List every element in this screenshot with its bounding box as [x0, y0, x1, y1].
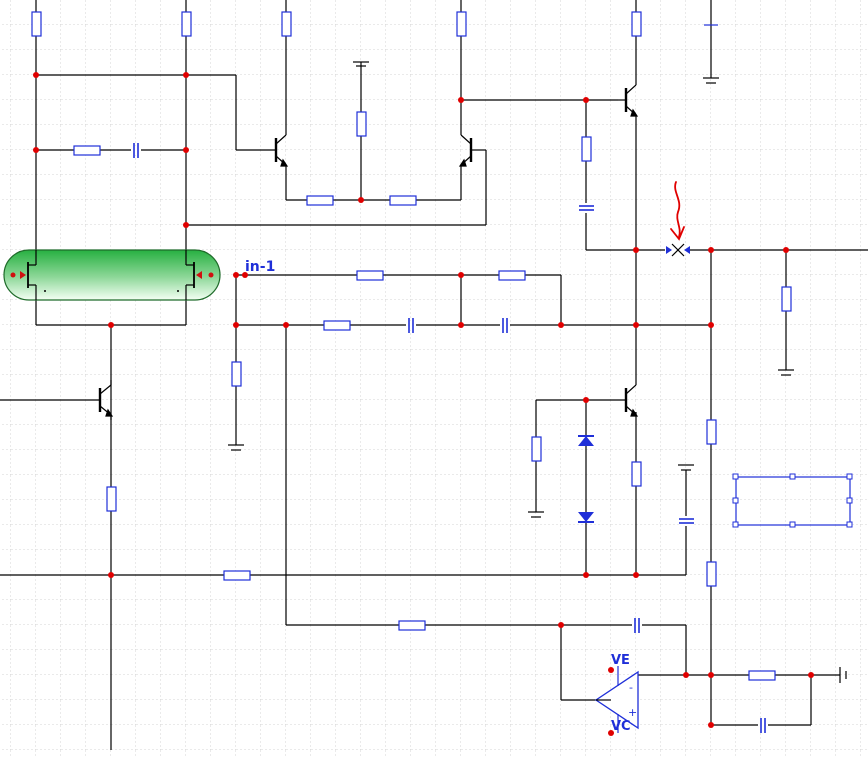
resistor[interactable] [631, 11, 642, 37]
resistor[interactable] [389, 195, 417, 206]
capacitor[interactable] [131, 143, 141, 158]
ground-symbol [353, 61, 369, 67]
transistor-npn[interactable] [458, 130, 476, 170]
ground-symbol [703, 77, 719, 84]
resistor[interactable] [106, 486, 117, 512]
empty-component-box[interactable] [732, 473, 853, 528]
resistor[interactable] [398, 620, 426, 631]
capacitors [131, 143, 768, 733]
resistor[interactable] [531, 436, 542, 462]
transistor-npn[interactable] [98, 380, 114, 420]
ground-symbol [228, 444, 244, 451]
grounds [228, 24, 847, 683]
selected-component-group[interactable] [3, 249, 221, 301]
resistor[interactable] [356, 111, 367, 137]
ground-symbol [678, 464, 694, 471]
diode[interactable] [578, 435, 594, 446]
resistor[interactable] [748, 670, 776, 681]
resistor[interactable] [31, 11, 42, 37]
capacitor[interactable] [758, 718, 768, 733]
capacitor[interactable] [579, 203, 594, 213]
resistor[interactable] [181, 11, 192, 37]
resistor[interactable] [281, 11, 292, 37]
opamp-vc-label: VC [611, 719, 631, 734]
net-label[interactable]: in-1 [245, 259, 275, 275]
resistor[interactable] [498, 270, 526, 281]
opamp-plus-label: + [628, 706, 637, 719]
resistors [31, 11, 792, 681]
resistor[interactable] [781, 286, 792, 312]
capacitor[interactable] [632, 618, 642, 633]
resistor[interactable] [581, 136, 592, 162]
transistor-npn[interactable] [618, 80, 639, 117]
resistor[interactable] [456, 11, 467, 37]
transistors [98, 80, 639, 420]
resistor[interactable] [706, 419, 717, 445]
transistor-npn[interactable] [274, 125, 289, 170]
resistor[interactable] [706, 561, 717, 587]
capacitor[interactable] [500, 318, 510, 333]
ground-symbol [528, 511, 544, 518]
capacitor[interactable] [406, 318, 416, 333]
resistor[interactable] [223, 570, 251, 581]
resistor[interactable] [631, 461, 642, 487]
transistor-npn[interactable] [624, 380, 639, 417]
diodes [578, 435, 594, 523]
op-amp[interactable]: - + [594, 666, 639, 733]
resistor[interactable] [306, 195, 334, 206]
capacitor[interactable] [679, 516, 694, 526]
diode[interactable] [578, 512, 594, 523]
junction-dots [33, 72, 814, 736]
wire-break-marker[interactable] [665, 243, 690, 257]
resistor[interactable] [231, 361, 242, 387]
opamp-minus-label: - [629, 681, 633, 694]
resistor[interactable] [73, 145, 101, 156]
red-arrow-annotation [670, 181, 685, 241]
ground-symbol [778, 369, 794, 376]
opamp-ve-label: VE [611, 653, 630, 668]
resistor[interactable] [356, 270, 384, 281]
resistor[interactable] [323, 320, 351, 331]
